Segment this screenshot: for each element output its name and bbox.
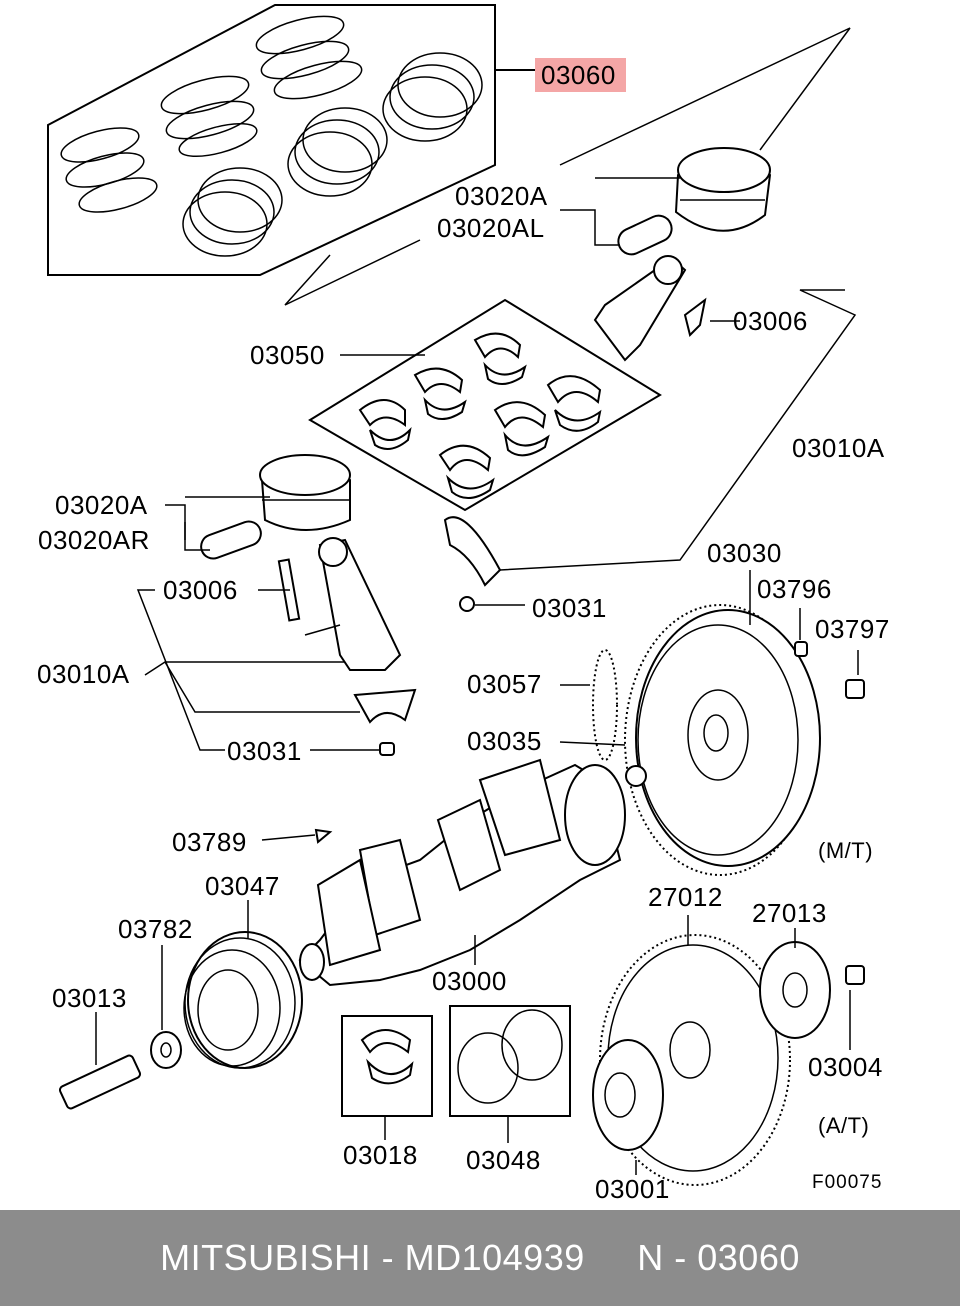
callout-27012: 27012 bbox=[648, 882, 723, 912]
con-rod-lower bbox=[136, 516, 525, 756]
callout-03013: 03013 bbox=[52, 983, 127, 1013]
callout-03789: 03789 bbox=[172, 827, 247, 857]
bearing-shell-set-03050 bbox=[308, 298, 662, 512]
con-rod-upper bbox=[499, 255, 857, 571]
callout-03782: 03782 bbox=[118, 914, 193, 944]
drive-plate-automatic bbox=[592, 915, 865, 1186]
separator: - bbox=[371, 1237, 405, 1278]
thrust-bearing-boxes bbox=[341, 1005, 571, 1143]
flywheel-manual bbox=[559, 570, 865, 876]
callout-03060-highlighted: 03060 bbox=[535, 58, 626, 92]
spacer bbox=[585, 1237, 638, 1279]
callout-reference: N - 03060 bbox=[637, 1237, 800, 1278]
piston-lower bbox=[165, 454, 351, 560]
callout-03006-lower: 03006 bbox=[163, 575, 238, 605]
callout-03004: 03004 bbox=[808, 1052, 883, 1082]
figure-code: F00075 bbox=[812, 1172, 883, 1193]
part-number: MD104939 bbox=[404, 1237, 585, 1278]
callout-03797: 03797 bbox=[815, 614, 890, 644]
exploded-parts-diagram: 03060 03020A 03020AL 03006 03050 03010A … bbox=[37, 4, 890, 1204]
variant-manual-transmission: (M/T) bbox=[818, 838, 874, 863]
callout-03031-upper: 03031 bbox=[532, 593, 607, 623]
callout-03018: 03018 bbox=[343, 1140, 418, 1170]
brand-name: MITSUBISHI bbox=[160, 1237, 372, 1278]
callout-03010a-lower: 03010A bbox=[37, 659, 130, 689]
callout-27013: 27013 bbox=[752, 898, 827, 928]
callout-03020a-lower: 03020A bbox=[55, 490, 148, 520]
callout-03006-upper: 03006 bbox=[733, 306, 808, 336]
callout-03001: 03001 bbox=[595, 1174, 670, 1204]
callout-03030: 03030 bbox=[707, 538, 782, 568]
callout-03057: 03057 bbox=[467, 669, 542, 699]
crankshaft bbox=[261, 758, 626, 987]
callout-03047: 03047 bbox=[205, 871, 280, 901]
variant-automatic-transmission: (A/T) bbox=[818, 1113, 870, 1138]
part-info-footer: MITSUBISHI - MD104939 N - 03060 bbox=[0, 1210, 960, 1306]
callout-03020a-upper: 03020A bbox=[455, 181, 548, 211]
callout-03020ar: 03020AR bbox=[38, 525, 150, 555]
callout-03035: 03035 bbox=[467, 726, 542, 756]
callout-03796: 03796 bbox=[757, 574, 832, 604]
callout-03000: 03000 bbox=[432, 966, 507, 996]
callout-03031-lower: 03031 bbox=[227, 736, 302, 766]
diagram-drawing bbox=[47, 4, 865, 1186]
crank-pulley bbox=[58, 900, 303, 1110]
callout-03048: 03048 bbox=[466, 1145, 541, 1175]
callout-03050: 03050 bbox=[250, 340, 325, 370]
callout-03010a-upper: 03010A bbox=[792, 433, 885, 463]
callout-03020al: 03020AL bbox=[437, 213, 545, 243]
piston-upper bbox=[560, 147, 772, 256]
piston-ring-set-03060 bbox=[47, 4, 535, 276]
